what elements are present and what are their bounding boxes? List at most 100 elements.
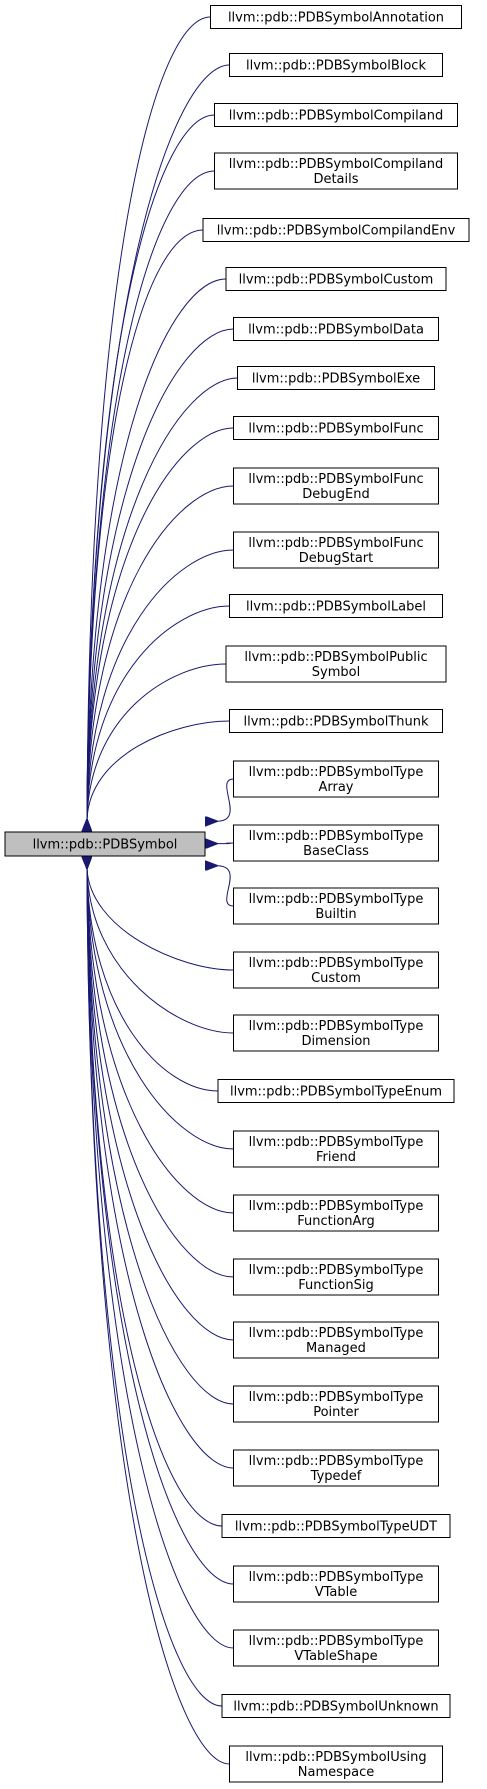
derived-class-node-llvm-pdb-pdbsymbolexe[interactable]: llvm::pdb::PDBSymbolExe [237, 366, 435, 390]
inheritance-edge [87, 868, 234, 971]
class-node-label: Managed [306, 1341, 366, 1356]
base-class-node-pdbsymbol[interactable]: llvm::pdb::PDBSymbol [4, 831, 206, 857]
class-node-label: Custom [311, 971, 361, 986]
class-node-label: llvm::pdb::PDBSymbolType [249, 765, 424, 780]
class-node-label: llvm::pdb::PDBSymbolType [249, 1570, 424, 1585]
derived-class-node-llvm-pdb-pdbsymbollabel[interactable]: llvm::pdb::PDBSymbolLabel [229, 594, 443, 618]
derived-class-node-llvm-pdb-pdbsymbolannotation[interactable]: llvm::pdb::PDBSymbolAnnotation [210, 5, 462, 29]
class-node-box [233, 760, 439, 798]
class-node-label: Dimension [301, 1034, 370, 1049]
class-node-label: llvm::pdb::PDBSymbolFunc [248, 422, 423, 437]
class-node-label: llvm::pdb::PDBSymbolCompilandEnv [217, 224, 456, 239]
derived-class-node-llvm-pdb-pdbsymbolthunk[interactable]: llvm::pdb::PDBSymbolThunk [229, 709, 443, 733]
class-node-label: BaseClass [303, 844, 369, 859]
derived-class-node-llvm-pdb-pdbsymboldata[interactable]: llvm::pdb::PDBSymbolData [233, 317, 439, 341]
class-node-label: llvm::pdb::PDBSymbolUnknown [233, 1700, 438, 1715]
class-node-box [233, 1130, 439, 1168]
class-node-label: DebugEnd [302, 487, 369, 502]
class-node-label: llvm::pdb::PDBSymbol [33, 838, 178, 853]
inheritance-edge [87, 64, 230, 820]
inheritance-edge [87, 868, 219, 1092]
class-node-box [214, 152, 458, 190]
class-node-label: llvm::pdb::PDBSymbolPublic [244, 650, 427, 665]
class-node-label: llvm::pdb::PDBSymbolType [249, 1454, 424, 1469]
class-node-label: llvm::pdb::PDBSymbolType [249, 1019, 424, 1034]
inheritance-edge [87, 868, 223, 1707]
class-node-label: llvm::pdb::PDBSymbolType [249, 1390, 424, 1405]
class-node-label: Typedef [310, 1469, 362, 1484]
derived-class-node-llvm-pdb-pdbsymbolunknown[interactable]: llvm::pdb::PDBSymbolUnknown [221, 1694, 451, 1718]
derived-class-node-llvm-pdb-pdbsymbolfunc[interactable]: llvm::pdb::PDBSymbolFunc [233, 416, 439, 440]
class-node-label: llvm::pdb::PDBSymbolType [249, 1634, 424, 1649]
class-node-label: llvm::pdb::PDBSymbolTypeUDT [235, 1520, 437, 1535]
derived-class-node-llvm-pdb-pdbsymboltypeenum[interactable]: llvm::pdb::PDBSymbolTypeEnum [217, 1079, 455, 1103]
inheritance-edge [87, 868, 234, 1469]
class-node-box [202, 218, 470, 242]
derived-class-node-llvm-pdb-pdbsymbolcompiland[interactable]: llvm::pdb::PDBSymbolCompiland [214, 103, 458, 127]
class-node-label: Pointer [313, 1405, 359, 1420]
inheritance-edge [87, 377, 238, 820]
class-node-box [233, 1385, 439, 1423]
class-node-box [217, 1079, 455, 1103]
class-node-box [233, 951, 439, 989]
derived-class-node-llvm-pdb-pdbsymbolcustom[interactable]: llvm::pdb::PDBSymbolCustom [225, 267, 447, 291]
class-node-box [225, 645, 447, 683]
inheritance-edge [217, 778, 234, 821]
class-node-box [221, 1694, 451, 1718]
class-node-label: llvm::pdb::PDBSymbolCompiland [229, 157, 443, 172]
class-node-label: Array [318, 780, 353, 795]
inheritance-edge [217, 866, 234, 907]
class-node-label: FunctionArg [297, 1214, 375, 1229]
class-node-label: llvm::pdb::PDBSymbolType [249, 892, 424, 907]
class-node-box [225, 267, 447, 291]
inheritance-edge [87, 868, 234, 1341]
derived-class-node-llvm-pdb-pdbsymbolblock[interactable]: llvm::pdb::PDBSymbolBlock [229, 53, 443, 77]
class-node-box [233, 467, 439, 505]
inheritance-edge [87, 16, 211, 820]
derived-class-node-llvm-pdb-pdbsymbolcompilandenv[interactable]: llvm::pdb::PDBSymbolCompilandEnv [202, 218, 470, 242]
derived-class-node-llvm-pdb-pdbsymboltypeudt[interactable]: llvm::pdb::PDBSymbolTypeUDT [221, 1514, 451, 1538]
class-node-label: llvm::pdb::PDBSymbolType [249, 1199, 424, 1214]
inheritance-edge [87, 549, 234, 820]
nodes: llvm::pdb::PDBSymbolllvm::pdb::PDBSymbol… [4, 5, 470, 1783]
class-node-box [233, 1321, 439, 1359]
inheritance-edge [87, 114, 215, 820]
class-node-box [233, 531, 439, 569]
class-node-label: llvm::pdb::PDBSymbolLabel [246, 600, 426, 615]
class-node-label: llvm::pdb::PDBSymbolType [249, 1326, 424, 1341]
class-node-label: Symbol [312, 665, 360, 680]
class-node-label: FunctionSig [298, 1278, 373, 1293]
inheritance-edge [87, 868, 234, 1649]
class-node-label: llvm::pdb::PDBSymbolType [249, 956, 424, 971]
inheritance-edge [87, 868, 234, 1585]
class-node-box [233, 1258, 439, 1296]
class-node-box [233, 887, 439, 925]
class-node-box [229, 594, 443, 618]
inheritance-edge [87, 605, 230, 820]
class-node-box [233, 824, 439, 862]
class-node-box [233, 416, 439, 440]
class-node-label: VTable [315, 1585, 358, 1600]
inheritance-edge [87, 868, 234, 1214]
class-node-box [221, 1514, 451, 1538]
class-node-box [233, 317, 439, 341]
